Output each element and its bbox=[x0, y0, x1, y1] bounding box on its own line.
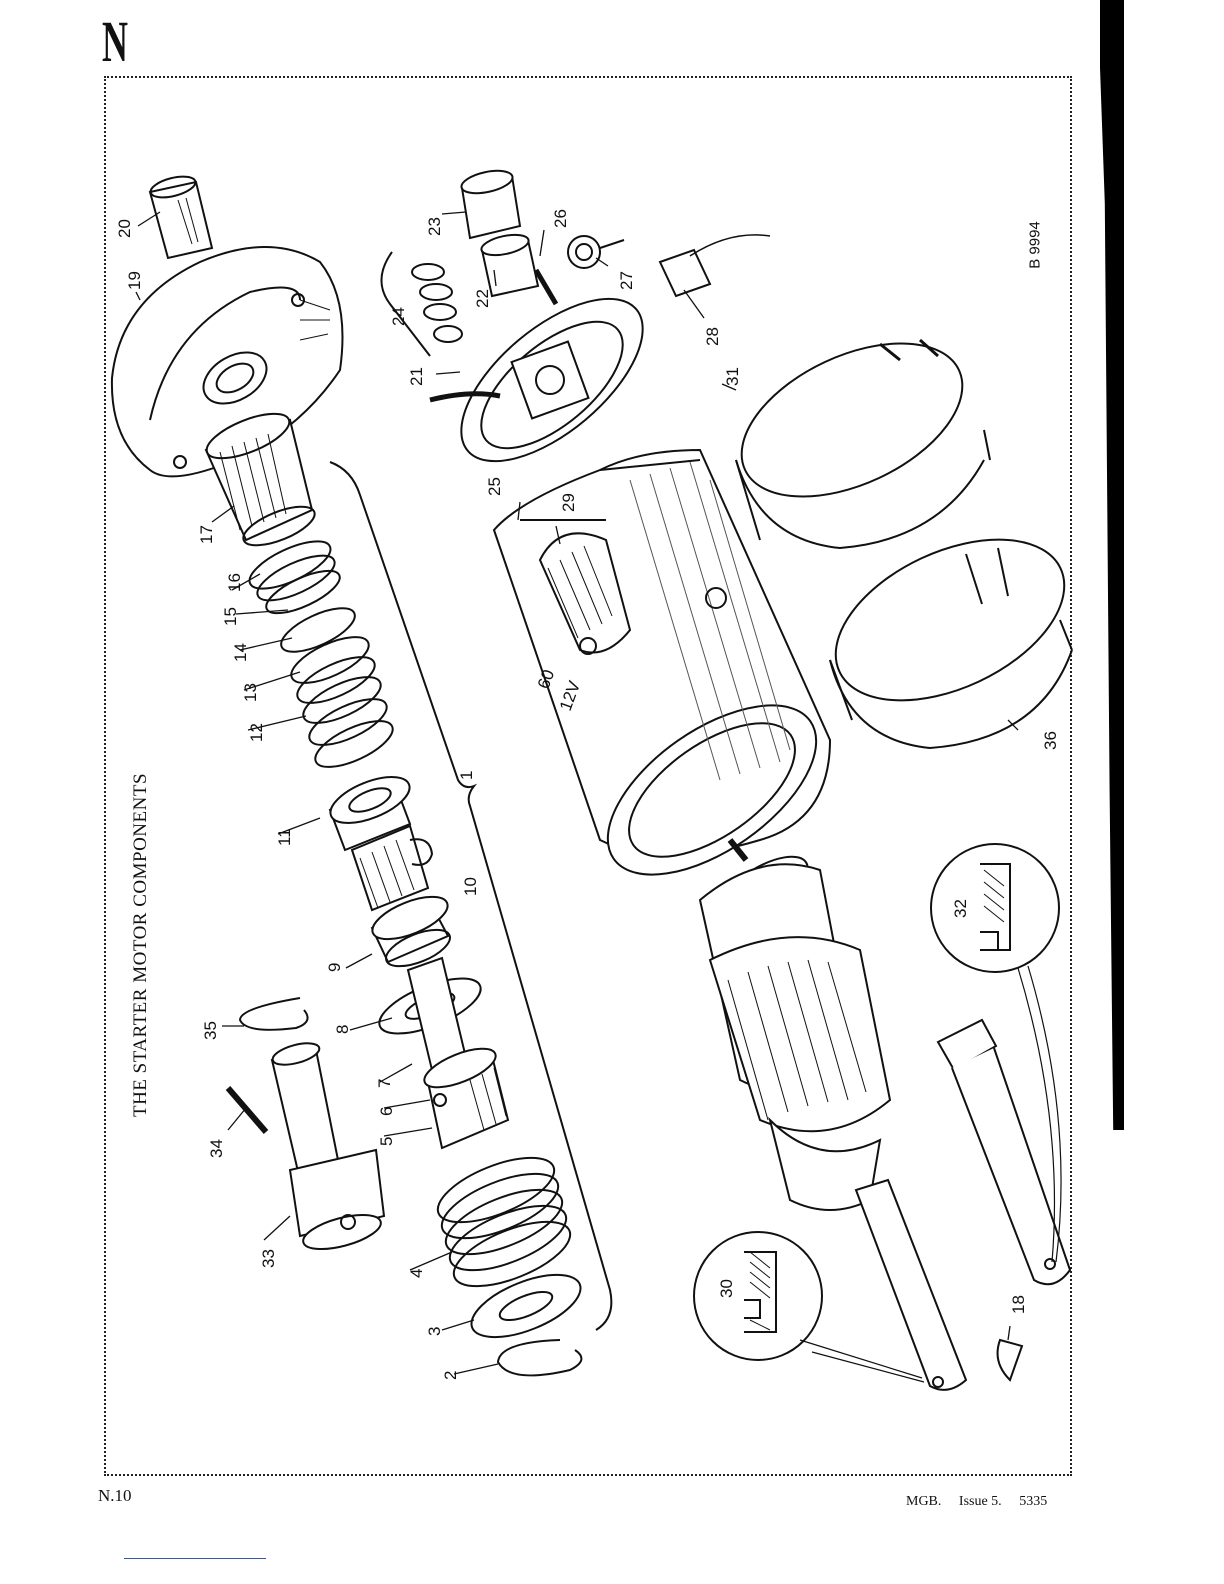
callout-36: 36 bbox=[1041, 731, 1060, 750]
callout-21: 21 bbox=[407, 367, 426, 386]
callout-9: 9 bbox=[325, 963, 344, 972]
pin-26 bbox=[536, 270, 556, 304]
callout-15: 15 bbox=[221, 607, 240, 626]
callout-29: 29 bbox=[559, 493, 578, 512]
callout-26: 26 bbox=[551, 209, 570, 228]
spring-27 bbox=[568, 236, 624, 268]
callout-22: 22 bbox=[473, 289, 492, 308]
callout-17: 17 bbox=[197, 525, 216, 544]
cover-band-31 bbox=[718, 312, 990, 548]
bush-20 bbox=[149, 173, 212, 258]
pin-34 bbox=[228, 1088, 266, 1132]
callout-16: 16 bbox=[225, 573, 244, 592]
callout-19: 19 bbox=[125, 271, 144, 290]
callout-24: 24 bbox=[389, 307, 408, 326]
callout-25: 25 bbox=[485, 477, 504, 496]
key-18 bbox=[998, 1340, 1022, 1380]
callout-12: 12 bbox=[247, 723, 266, 742]
callout-35: 35 bbox=[201, 1021, 220, 1040]
callout-6: 6 bbox=[377, 1107, 396, 1116]
diagram-title: THE STARTER MOTOR COMPONENTS bbox=[130, 773, 152, 1117]
callout-2: 2 bbox=[441, 1371, 460, 1380]
callout-7: 7 bbox=[375, 1079, 394, 1088]
insulating-band-36 bbox=[811, 507, 1090, 748]
callout-5: 5 bbox=[377, 1137, 396, 1146]
footer-issue: Issue 5. bbox=[959, 1494, 1002, 1509]
callout-13: 13 bbox=[241, 683, 260, 702]
circlip-35 bbox=[240, 998, 308, 1030]
callout-14: 14 bbox=[231, 643, 250, 662]
bottom-rule bbox=[124, 1558, 266, 1559]
callout-11: 11 bbox=[275, 828, 294, 846]
callout-20: 20 bbox=[115, 219, 134, 238]
callout-31: 31 bbox=[723, 367, 742, 386]
circlip-2 bbox=[498, 1340, 581, 1375]
callout-18: 18 bbox=[1009, 1295, 1028, 1314]
page-number: N.10 bbox=[98, 1486, 132, 1506]
bush-22 bbox=[480, 231, 538, 296]
callout-28: 28 bbox=[703, 327, 722, 346]
callout-1: 1 bbox=[457, 771, 476, 780]
callout-4: 4 bbox=[407, 1269, 426, 1278]
footer-model: MGB. bbox=[906, 1494, 941, 1509]
callout-23: 23 bbox=[425, 217, 444, 236]
callout-32: 32 bbox=[951, 899, 970, 918]
callout-34: 34 bbox=[207, 1139, 226, 1158]
sleeve-33 bbox=[270, 1039, 384, 1256]
footer-code: 5335 bbox=[1019, 1494, 1047, 1509]
callout-3: 3 bbox=[425, 1327, 444, 1336]
footer-info: MGB. Issue 5. 5335 bbox=[906, 1494, 1061, 1510]
callout-30: 30 bbox=[717, 1279, 736, 1298]
brush-28 bbox=[660, 235, 770, 296]
terminal-24 bbox=[381, 252, 462, 356]
reference-code: B 9994 bbox=[1027, 221, 1044, 269]
callout-27: 27 bbox=[617, 271, 636, 290]
callout-33: 33 bbox=[259, 1249, 278, 1268]
callout-8: 8 bbox=[333, 1025, 352, 1034]
bush-23 bbox=[459, 167, 520, 238]
ring-15 bbox=[275, 600, 360, 661]
callout-10: 10 bbox=[461, 877, 480, 896]
